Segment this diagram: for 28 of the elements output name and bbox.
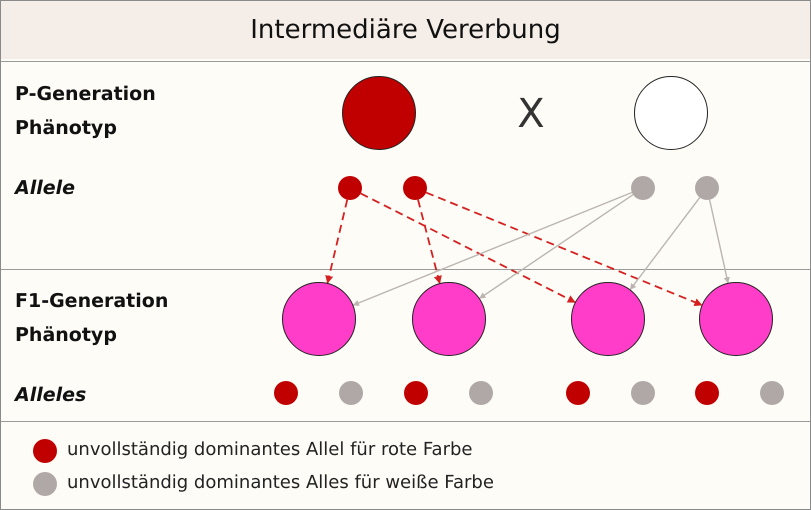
allele-dot: [760, 381, 784, 405]
arrow: [325, 199, 348, 284]
allele-dot: [631, 176, 655, 200]
arrow: [426, 192, 702, 306]
arrow: [360, 192, 576, 304]
allele-dot: [566, 381, 590, 405]
legend-text: unvollständig dominantes Alles für weiße Farbe: [67, 472, 494, 493]
row-label: Allele: [15, 176, 76, 201]
allele-dot: [339, 381, 363, 405]
allele-dot: [274, 381, 298, 405]
arrow: [630, 197, 700, 290]
legend-text: unvollständig dominantes Allel für rote Farbe: [67, 439, 472, 460]
diagram-title: Intermediäre Vererbung: [1, 1, 810, 59]
arrow: [479, 194, 634, 299]
row-label: P-Generation Phänotyp: [15, 82, 157, 141]
allele-dot: [403, 176, 427, 200]
row-label: Alleles: [15, 383, 88, 408]
cross-symbol: X: [516, 91, 546, 137]
allele-dot: [404, 381, 428, 405]
allele-dot: [469, 381, 493, 405]
arrow: [708, 200, 730, 284]
row-label: F1-Generation Phänotyp: [15, 289, 170, 348]
arrow: [417, 199, 442, 284]
allele-dot: [695, 176, 719, 200]
allele-dot: [695, 381, 719, 405]
allele-dot: [631, 381, 655, 405]
arrow: [352, 192, 632, 306]
allele-dot: [338, 176, 362, 200]
